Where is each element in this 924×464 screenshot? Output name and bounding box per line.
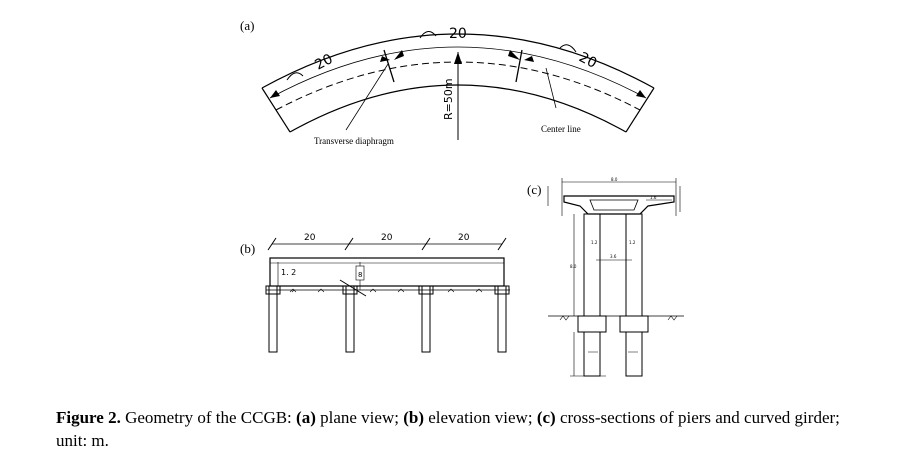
elevation-view-tag: (b) xyxy=(240,241,255,256)
caption-text: plane view; xyxy=(315,408,404,427)
elevation-view: (b) 20 20 20 xyxy=(240,233,510,353)
dimension-tick xyxy=(344,237,354,251)
pier xyxy=(421,285,431,353)
pile-cap-right xyxy=(619,315,649,333)
caption-part-b: (b) xyxy=(403,408,424,427)
caption-text: cross-sections of piers and curved girde… xyxy=(56,408,840,450)
diaphragm-label: Transverse diaphragm xyxy=(314,136,394,146)
box-girder-cell xyxy=(589,199,639,211)
outer-edge xyxy=(261,33,655,89)
centerline-leader xyxy=(545,67,557,109)
pier xyxy=(497,285,507,353)
curve-symbol-mid xyxy=(419,31,437,39)
pier xyxy=(345,285,355,353)
dimension-tick-text: 1.2 xyxy=(629,240,636,245)
dimension-tick xyxy=(497,237,507,251)
piers xyxy=(265,285,510,353)
pier-column-left xyxy=(583,213,601,317)
ground-hatch xyxy=(559,315,570,321)
arrow-head xyxy=(508,50,520,60)
cross-section-tag: (c) xyxy=(527,182,541,197)
pier-height-label: 8 xyxy=(358,271,362,279)
arrow-head xyxy=(380,56,390,62)
elevation-span-label-2: 20 xyxy=(381,233,393,243)
dimension-tick-text: 1.2 xyxy=(591,240,598,245)
transverse-diaphragm-right xyxy=(515,49,523,83)
pier-cap xyxy=(265,285,281,295)
box-girder-section xyxy=(563,195,675,215)
ground-hatch xyxy=(289,288,297,293)
radius-label: R=50m xyxy=(442,78,455,120)
girder-depth-label: 1. 2 xyxy=(281,268,296,277)
ground-hatch xyxy=(447,288,455,293)
diaphragm-leader xyxy=(345,63,389,131)
pier-column-right xyxy=(625,213,643,317)
arrow-head xyxy=(394,50,404,60)
elevation-span-label-1: 20 xyxy=(304,233,316,243)
pier-cap xyxy=(418,285,434,295)
caption-figure-label: Figure 2. xyxy=(56,408,121,427)
caption-text: Geometry of the CCGB: xyxy=(120,408,297,427)
plane-span-label-1: 20 xyxy=(312,51,335,73)
ground-hatch xyxy=(475,288,483,293)
plane-view: (a) 20 20 20 R=50m xyxy=(240,18,655,146)
dimension-tick xyxy=(267,237,277,251)
dimension-tick-text: 8.0 xyxy=(611,177,618,182)
arrow-head xyxy=(270,90,280,98)
arrow-head xyxy=(636,90,646,98)
plane-span-label-3: 20 xyxy=(576,49,599,71)
pile xyxy=(583,331,601,377)
curve-symbol-right xyxy=(559,44,577,53)
span-dimension-arc xyxy=(269,46,647,99)
pier-cap xyxy=(494,285,510,295)
elevation-span-label-3: 20 xyxy=(458,233,470,243)
pier-height-label-box xyxy=(355,265,365,281)
radius-arrow-head xyxy=(454,52,462,64)
ground-hatch xyxy=(317,288,325,293)
plane-span-label-2: 20 xyxy=(449,26,467,42)
ground-hatch xyxy=(397,288,405,293)
caption-text: elevation view; xyxy=(423,408,537,427)
dimension-tick xyxy=(421,237,431,251)
pier xyxy=(268,285,278,353)
centerline-label: Center line xyxy=(541,124,581,134)
caption-part-c: (c) xyxy=(536,408,556,427)
plane-view-tag: (a) xyxy=(240,18,254,33)
ground-hatch xyxy=(667,315,678,321)
ground-hatches xyxy=(289,288,483,293)
dimension-tick-text: 1.6 xyxy=(650,195,657,200)
figure-drawing: (a) 20 20 20 R=50m xyxy=(240,18,684,377)
dimension-tick-text: 3.6 xyxy=(610,254,617,259)
dimension-tick-text: 8.0 xyxy=(570,264,577,269)
pile xyxy=(625,331,643,377)
caption-part-a: (a) xyxy=(296,408,316,427)
figure-caption: Figure 2. Geometry of the CCGB: (a) plan… xyxy=(56,406,868,452)
curve-symbol-left xyxy=(286,72,304,81)
section-cut-mark xyxy=(339,279,367,297)
transverse-diaphragm-left xyxy=(383,49,395,83)
pile-cap-left xyxy=(577,315,607,333)
girder xyxy=(269,257,505,287)
ground-hatch xyxy=(369,288,377,293)
arrow-head xyxy=(524,56,534,62)
cross-section-view: (c) 1.6 8.0 3.6 1.2 1.2 8.0 xyxy=(527,177,684,377)
